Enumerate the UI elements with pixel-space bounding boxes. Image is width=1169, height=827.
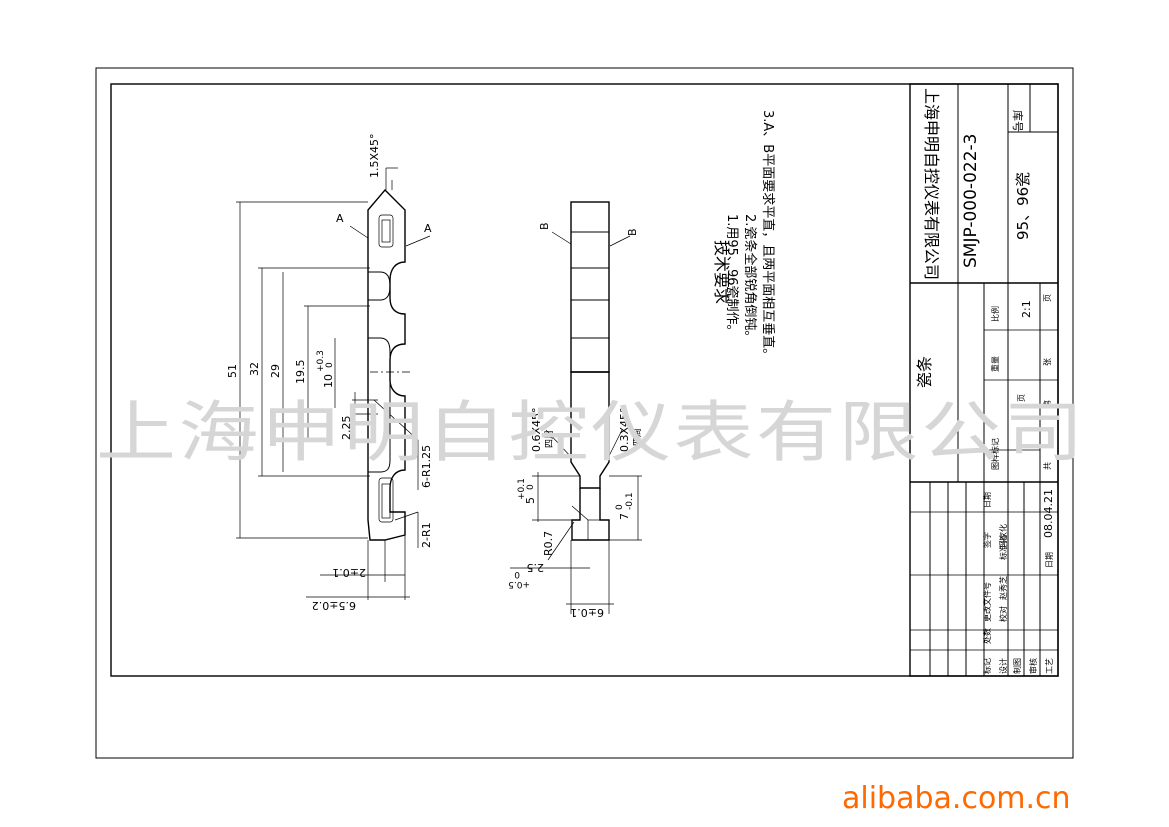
front-view: 1.5X45° A A 51 32 29 19.5 10 +0.3 0 2.25 (226, 133, 433, 612)
dim-10-tol-upper: +0.3 (316, 350, 326, 372)
dim-7-tol-upper: 0 (615, 504, 625, 510)
dim-5-tol-lower: 0 (526, 484, 536, 490)
total-label: 共 (1043, 462, 1052, 470)
label-round-2: 四周 (632, 428, 643, 446)
tech-heading: 技术要求 (712, 240, 731, 304)
dim-2-0-1: 2±0.1 (332, 566, 366, 579)
outer-frame (95, 67, 1074, 759)
side-view: B B 0.6X45° 四周 0.3X45° 四周 5 +0.1 0 7 0 -… (508, 201, 643, 619)
row-std-check: 标准化 (998, 536, 1008, 560)
tech-requirements: 技术要求 1.用95、96瓷制作。 2.瓷条全部锐角倒钝。 3.A、B平面要求平… (712, 110, 775, 361)
dim-2-5-tol-upper: +0.5 (508, 579, 530, 589)
section-b-right: B (626, 228, 639, 236)
date-label: 日期 (1045, 552, 1054, 568)
watermark: 上海申明自控仪表有限公司 (96, 394, 1086, 471)
sheet-of-label: 第 (1042, 400, 1052, 408)
dim-7: 7 (618, 513, 631, 520)
row-process: 工艺 (1045, 658, 1054, 674)
tech-item-2: 2.瓷条全部锐角倒钝。 (742, 214, 758, 343)
section-b-left: B (538, 222, 551, 230)
dim-2-5: 2.5 (527, 561, 545, 574)
tech-item-1: 1.用95、96瓷制作。 (724, 214, 739, 338)
dim-10: 10 (322, 374, 335, 388)
dim-29: 29 (269, 364, 282, 378)
row-stamp: 赵秀芝 (998, 576, 1008, 600)
row-signature: 签字 (982, 532, 992, 548)
row-date: 日期 (983, 492, 992, 508)
dim-7-tol-lower: -0.1 (625, 492, 635, 510)
dim-51: 51 (226, 364, 239, 378)
dim-2-5-tol-lower: 0 (514, 569, 520, 579)
brand-logo: alibaba.com.cn (842, 781, 1071, 816)
dim-5-tol-upper: +0.1 (517, 478, 527, 500)
tech-item-3: 3.A、B平面要求平直，且两平面相互垂直。 (760, 110, 775, 361)
dim-r0-7: R0.7 (542, 531, 555, 556)
date-value: 08.04.21 (1042, 489, 1055, 538)
scale-label: 比例 (990, 306, 1000, 322)
dim-5: 5 (524, 497, 537, 504)
dim-19-5: 19.5 (294, 360, 307, 385)
dim-chamfer-0-6: 0.6X45° (530, 407, 543, 452)
part-name: 瓷条 (915, 356, 934, 388)
row-check: 审核 (1028, 658, 1038, 674)
dim-chamfer-0-3: 0.3X45° (618, 407, 631, 452)
section-a-left: A (336, 212, 344, 225)
dim-10-tol-lower: 0 (325, 362, 335, 368)
row-mark: 标记 (982, 658, 992, 674)
dim-chamfer-top: 1.5X45° (368, 133, 381, 178)
dim-6-5: 6.5±0.2 (312, 599, 356, 612)
material: 95、96瓷 (1014, 172, 1032, 240)
scale-value: 2:1 (1020, 300, 1033, 318)
title-block: 上海申明自控仪表有限公司 SMJP-000-022-3 95、96瓷 库号 瓷条… (909, 83, 1059, 677)
drawing-mark-label: 图样标记 (990, 438, 1000, 470)
row-count: 处数 (982, 628, 992, 644)
row-change-doc: 更改文件号 (982, 582, 992, 622)
row-design: 设计 (998, 658, 1008, 674)
row-proofread: 校对 (998, 606, 1008, 622)
row-signer: 冯家化 (998, 524, 1008, 548)
dim-32: 32 (248, 362, 261, 376)
library-number-label: 库号 (1011, 110, 1024, 132)
dim-2-25: 2.25 (340, 416, 353, 441)
section-a-right: A (424, 222, 432, 235)
row-drafting: 制图 (1012, 658, 1022, 674)
weight-label: 重量 (990, 356, 1000, 372)
dim-r1-25: 6-R1.25 (420, 445, 433, 488)
sheet-label-2: 页 (1017, 394, 1026, 402)
drawing-number: SMJP-000-022-3 (961, 134, 981, 268)
label-round-1: 四周 (544, 430, 555, 448)
zhang-label: 张 (1043, 358, 1052, 366)
dim-6: 6±0.1 (570, 606, 604, 619)
sheet-label: 页 (1043, 294, 1052, 302)
dim-r1: 2-R1 (420, 522, 433, 548)
company-name: 上海申明自控仪表有限公司 (922, 88, 941, 280)
